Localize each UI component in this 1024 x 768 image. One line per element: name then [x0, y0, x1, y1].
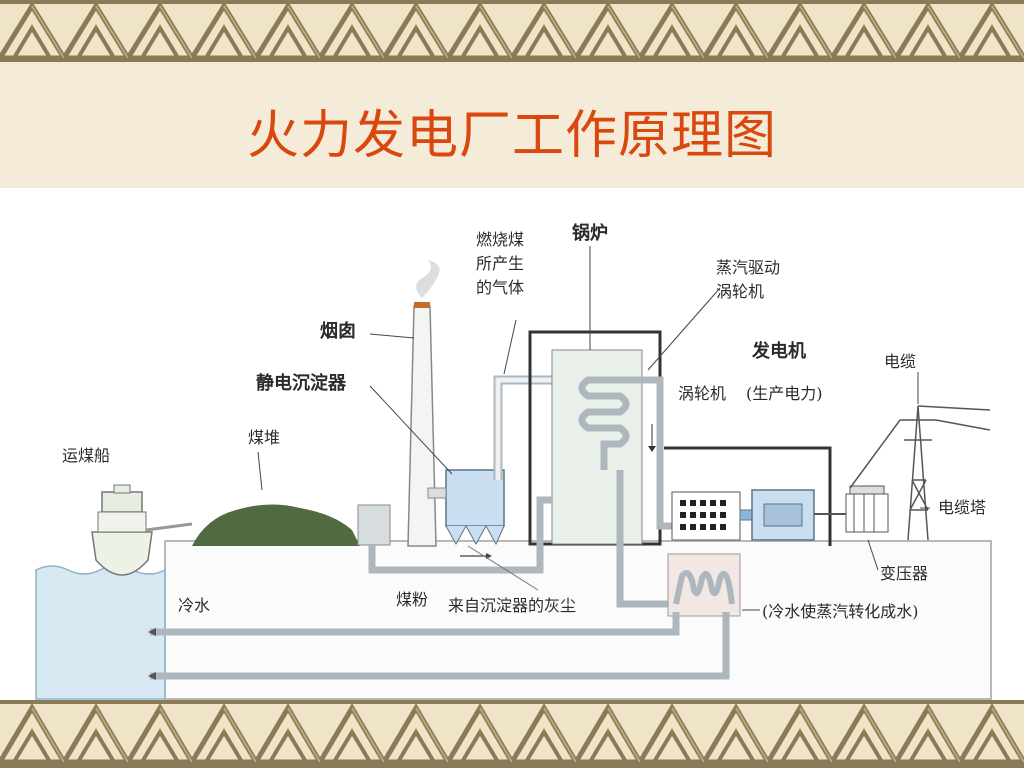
- steam-turbine: [671, 491, 741, 541]
- label-condenser-note: (冷水使蒸汽转化成水): [762, 602, 919, 621]
- label-tower: 电缆塔: [938, 498, 987, 517]
- transformer: [845, 485, 889, 533]
- label-boiler: 锅炉: [572, 223, 608, 244]
- label-cold-water: 冷水: [178, 596, 211, 615]
- coal-hopper: [357, 504, 391, 546]
- label-coal-pile: 煤堆: [248, 428, 281, 447]
- label-chimney: 烟囱: [320, 321, 356, 342]
- slide-title: 火力发电厂工作原理图: [246, 106, 777, 166]
- label-transformer: 变压器: [880, 564, 929, 583]
- label-flue-gas: 燃烧煤 所产生 的气体: [476, 230, 525, 297]
- electrostatic-precipitator: [427, 469, 505, 546]
- label-generator: 发电机: [752, 341, 806, 362]
- decorative-border-top: [0, 0, 1024, 62]
- cable-tower: [849, 405, 991, 541]
- label-turbine: 涡轮机: [678, 384, 727, 403]
- chimney: [407, 305, 437, 547]
- label-cable: 电缆: [884, 352, 917, 371]
- label-steam-turbine-drive: 蒸汽驱动 涡轮机: [716, 258, 781, 301]
- generator: [751, 489, 815, 541]
- label-generator-note: (生产电力): [746, 384, 823, 403]
- coal-ship: [91, 484, 153, 576]
- coal-pile: [192, 504, 360, 546]
- label-precipitator: 静电沉淀器: [256, 373, 346, 394]
- label-coal-ship: 运煤船: [62, 446, 111, 465]
- label-ash: 来自沉淀器的灰尘: [448, 596, 577, 615]
- condenser: [667, 553, 741, 617]
- water: [35, 565, 166, 700]
- power-plant-diagram: 运煤船 煤堆 烟囱 静电沉淀器 燃烧煤 所产生 的气体 锅炉 蒸汽驱动 涡轮机 …: [0, 188, 1024, 700]
- decorative-border-bottom: [0, 700, 1024, 768]
- label-coal-powder: 煤粉: [396, 590, 429, 609]
- title-area: [0, 62, 1024, 188]
